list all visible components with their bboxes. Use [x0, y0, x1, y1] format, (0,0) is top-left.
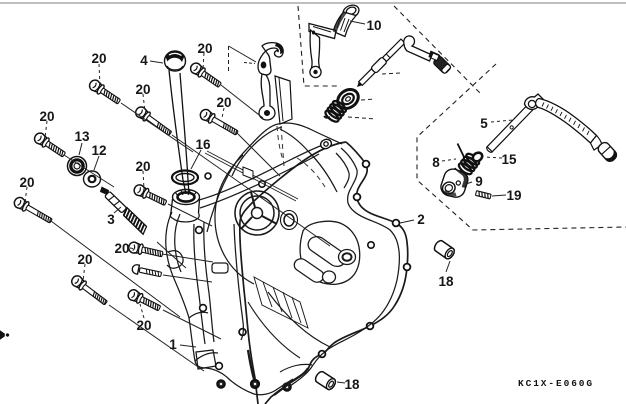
- svg-text:10: 10: [366, 18, 381, 33]
- svg-text:18: 18: [438, 274, 454, 289]
- svg-text:20: 20: [114, 241, 129, 256]
- svg-text:8: 8: [432, 155, 440, 170]
- svg-text:2: 2: [417, 212, 425, 227]
- svg-text:20: 20: [135, 82, 150, 97]
- svg-text:5: 5: [480, 116, 488, 131]
- svg-text:20: 20: [77, 252, 92, 267]
- svg-text:20: 20: [197, 41, 212, 56]
- svg-text:19: 19: [506, 188, 521, 203]
- svg-text:15: 15: [501, 152, 517, 167]
- svg-text:13: 13: [74, 129, 90, 144]
- svg-text:20: 20: [91, 51, 106, 66]
- svg-text:18: 18: [344, 377, 360, 392]
- svg-text:4: 4: [140, 53, 148, 68]
- svg-text:20: 20: [135, 159, 150, 174]
- svg-text:20: 20: [39, 109, 54, 124]
- svg-text:1: 1: [169, 337, 177, 352]
- svg-text:3: 3: [107, 212, 115, 227]
- svg-text:20: 20: [136, 318, 151, 333]
- svg-text:20: 20: [216, 95, 231, 110]
- svg-text:KC1X-E060G: KC1X-E060G: [518, 378, 594, 389]
- svg-text:9: 9: [475, 174, 483, 189]
- svg-text:12: 12: [91, 143, 106, 158]
- svg-text:16: 16: [195, 137, 211, 152]
- svg-text:20: 20: [19, 175, 34, 190]
